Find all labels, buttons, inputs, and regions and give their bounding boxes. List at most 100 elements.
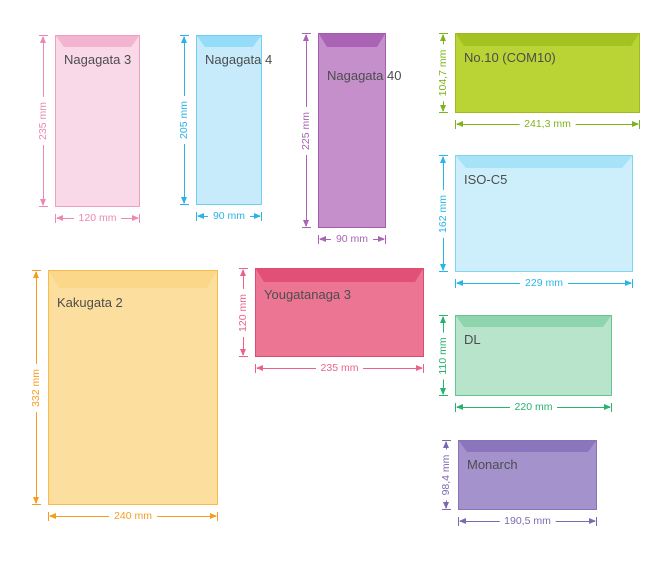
width-value: 120 mm: [73, 212, 122, 225]
dimension-tick: [302, 33, 311, 34]
envelope-body: Nagagata 4: [196, 35, 272, 205]
height-value: 225 mm: [300, 106, 313, 155]
envelope-monarch: Monarch 98,4 mm 190,5 mm: [440, 440, 597, 528]
arrow-left-icon: [456, 280, 463, 286]
arrow-left-icon: [256, 365, 263, 371]
dimension-tick: [439, 112, 448, 113]
height-value: 98,4 mm: [440, 449, 453, 501]
arrow-left-icon: [197, 213, 204, 219]
envelope-name-label: Kakugata 2: [57, 295, 123, 310]
arrow-right-icon: [210, 513, 217, 519]
envelope-flap-icon: [456, 34, 639, 46]
arrow-down-icon: [443, 502, 449, 509]
dimension-tick: [439, 271, 448, 272]
dimension-tick: [423, 364, 424, 373]
envelope-nagagata-40: Nagagata 40 225 mm 90 mm: [300, 33, 401, 246]
envelope-body: Kakugata 2: [48, 270, 218, 505]
envelope-name-label: ISO-C5: [464, 172, 508, 187]
arrow-right-icon: [416, 365, 423, 371]
dimension-tick: [302, 227, 311, 228]
dimension-tick: [318, 235, 319, 244]
arrow-down-icon: [440, 105, 446, 112]
arrow-up-icon: [181, 36, 187, 43]
arrow-left-icon: [56, 215, 63, 221]
dimension-tick: [385, 235, 386, 244]
arrow-down-icon: [181, 197, 187, 204]
dimension-tick: [455, 120, 456, 129]
envelope-dl: DL 110 mm 220 mm: [437, 315, 612, 414]
arrow-down-icon: [40, 199, 46, 206]
dimension-tick: [442, 440, 451, 441]
dimension-tick: [439, 395, 448, 396]
dimension-tick: [180, 204, 189, 205]
dimension-tick: [32, 504, 41, 505]
dimension-tick: [255, 364, 256, 373]
dimension-tick: [596, 517, 597, 526]
arrow-up-icon: [440, 316, 446, 323]
arrow-left-icon: [456, 404, 463, 410]
width-value: 90 mm: [330, 233, 374, 246]
height-value: 104,7 mm: [437, 44, 450, 102]
width-value: 220 mm: [509, 401, 558, 414]
envelope-name-label: Monarch: [467, 457, 518, 472]
envelope-body: Monarch: [458, 440, 597, 510]
arrow-left-icon: [459, 518, 466, 524]
dimension-tick: [455, 403, 456, 412]
arrow-up-icon: [33, 271, 39, 278]
width-value: 90 mm: [207, 210, 251, 223]
dimension-tick: [196, 212, 197, 221]
arrow-down-icon: [440, 388, 446, 395]
arrow-down-icon: [440, 264, 446, 271]
arrow-down-icon: [240, 349, 246, 356]
height-value: 162 mm: [437, 189, 450, 238]
envelope-flap-icon: [319, 34, 385, 47]
dimension-tick: [442, 509, 451, 510]
envelope-flap-icon: [197, 36, 261, 47]
dimension-tick: [239, 268, 248, 269]
envelope-body: Yougatanaga 3: [255, 268, 424, 357]
height-value: 332 mm: [30, 363, 43, 412]
dimension-tick: [39, 35, 48, 36]
envelope-name-label: Nagagata 4: [205, 52, 273, 67]
dimension-tick: [639, 120, 640, 129]
height-value: 235 mm: [37, 97, 50, 145]
dimension-tick: [261, 212, 262, 221]
arrow-right-icon: [604, 404, 611, 410]
dimension-tick: [458, 517, 459, 526]
arrow-right-icon: [132, 215, 139, 221]
dimension-tick: [139, 214, 140, 223]
arrow-down-icon: [303, 220, 309, 227]
envelope-body: Nagagata 3: [55, 35, 140, 207]
envelope-nagagata-4: Nagagata 4 205 mm 90 mm: [178, 35, 272, 223]
arrow-right-icon: [589, 518, 596, 524]
envelope-body: DL: [455, 315, 612, 396]
width-value: 229 mm: [520, 277, 568, 290]
envelope-flap-icon: [56, 36, 139, 47]
envelope-flap-icon: [456, 316, 611, 327]
arrow-up-icon: [303, 34, 309, 41]
dimension-tick: [217, 512, 218, 521]
envelope-name-label: Yougatanaga 3: [264, 287, 352, 302]
envelope-body: ISO-C5: [455, 155, 633, 272]
envelope-body: Nagagata 40: [318, 33, 401, 228]
arrow-up-icon: [440, 34, 446, 41]
width-value: 241,3 mm: [519, 118, 576, 131]
envelope-nagagata-3: Nagagata 3 235 mm 120 mm: [37, 35, 140, 225]
arrow-left-icon: [319, 236, 326, 242]
width-value: 240 mm: [109, 510, 157, 523]
envelope-name-label: Nagagata 3: [64, 52, 132, 67]
arrow-up-icon: [443, 441, 449, 448]
dimension-tick: [439, 33, 448, 34]
envelope-flap-icon: [459, 441, 596, 452]
envelope-flap-icon: [456, 156, 632, 168]
envelope-name-label: DL: [464, 332, 481, 347]
arrow-down-icon: [33, 497, 39, 504]
height-value: 120 mm: [237, 288, 250, 337]
arrow-right-icon: [632, 121, 639, 127]
height-value: 110 mm: [437, 331, 450, 380]
dimension-tick: [455, 279, 456, 288]
arrow-left-icon: [456, 121, 463, 127]
envelope-flap-icon: [49, 271, 217, 288]
arrow-right-icon: [378, 236, 385, 242]
